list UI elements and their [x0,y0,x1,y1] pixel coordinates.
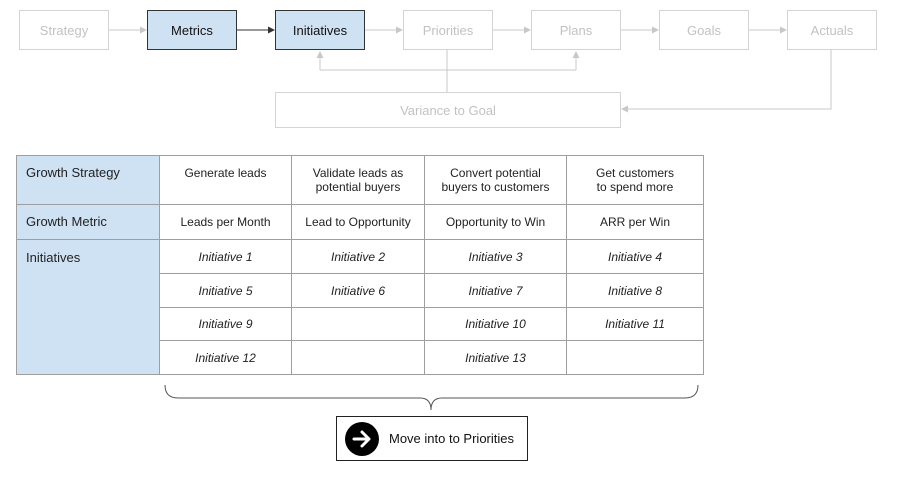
table-row-initiatives: Initiatives Initiative 1 Initiative 2 In… [16,239,704,375]
initiative-cell: Initiative 12 [159,340,292,375]
metric-cell: Lead to Opportunity [291,204,425,240]
row-header-initiatives: Initiatives [16,239,160,375]
flow-step-actuals[interactable]: Actuals [787,10,877,50]
table-row-strategy: Growth Strategy Generate leads Validate … [16,155,704,205]
move-to-priorities-button[interactable]: Move into to Priorities [336,416,528,461]
initiative-cell: Initiative 11 [566,307,704,341]
strategy-line: Get customers [595,166,675,180]
initiative-cell: Initiative 2 [291,239,425,274]
curly-brace [164,384,699,411]
flow-step-metrics[interactable]: Metrics [147,10,237,50]
flow-step-variance[interactable]: Variance to Goal [275,92,621,128]
strategy-line: to spend more [596,180,674,194]
strategy-table: Growth Strategy Generate leads Validate … [16,155,704,375]
initiative-cell: Initiative 13 [424,340,567,375]
strategy-line: Convert potential [450,166,541,180]
arrow-actuals-to-variance [621,50,832,113]
initiative-cell: Initiative 4 [566,239,704,274]
arrow-right-circle-icon [345,421,379,456]
initiative-cell [291,307,425,341]
initiative-cell: Initiative 3 [424,239,567,274]
table-row-initiatives: Initiative 12 Initiative 13 [17,340,704,375]
metric-cell: Opportunity to Win [424,204,567,240]
initiative-cell: Initiative 7 [424,273,567,308]
initiative-cell: Initiative 1 [159,239,292,274]
row-header-strategy: Growth Strategy [16,155,160,205]
row-header-metric: Growth Metric [16,204,160,240]
initiative-cell: Initiative 9 [159,307,292,341]
strategy-line: buyers to customers [441,180,550,194]
initiative-cell [291,340,425,375]
flow-step-strategy[interactable]: Strategy [19,10,109,50]
initiative-cell: Initiative 6 [291,273,425,308]
strategy-line: Generate leads [184,166,267,180]
initiative-cell: Initiative 8 [566,273,704,308]
flow-step-priorities[interactable]: Priorities [403,10,493,50]
flow-step-goals[interactable]: Goals [659,10,749,50]
initiative-cell [566,340,704,375]
metric-cell: ARR per Win [566,204,704,240]
flow-step-plans[interactable]: Plans [531,10,621,50]
initiative-cell: Initiative 5 [159,273,292,308]
flow-step-initiatives[interactable]: Initiatives [275,10,365,50]
strategy-line: Validate leads as [312,166,404,180]
initiative-cell: Initiative 10 [424,307,567,341]
strategy-line: potential buyers [315,180,401,194]
move-button-label: Move into to Priorities [389,431,514,446]
table-row-metric: Growth Metric Leads per Month Lead to Op… [16,204,704,240]
metric-cell: Leads per Month [159,204,292,240]
strategy-cell: Generate leads [159,155,292,205]
